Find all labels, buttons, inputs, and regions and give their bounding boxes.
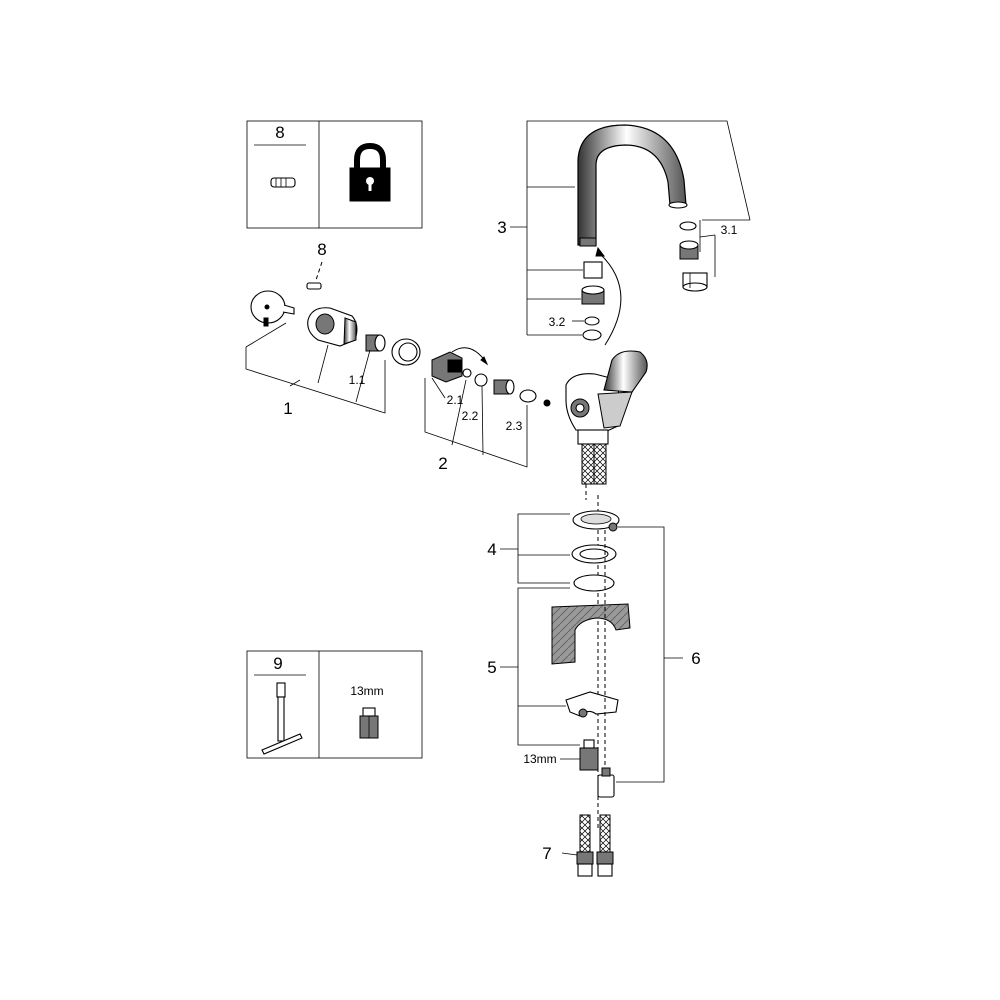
nut-part <box>493 379 515 395</box>
washer-3-1-part <box>679 221 697 231</box>
adapter-1-1-part <box>365 334 386 352</box>
label-3-2: 3.2 <box>549 315 566 329</box>
aerator-housing-part <box>682 272 708 292</box>
label-4: 4 <box>487 540 496 559</box>
label-13mm: 13mm <box>523 752 556 766</box>
flange-part <box>572 510 620 532</box>
label-2-2: 2.2 <box>462 409 479 423</box>
key-tool-icon <box>261 682 303 755</box>
o-ring-large-part <box>573 574 615 592</box>
label-2-3: 2.3 <box>506 419 523 433</box>
label-2-1: 2.1 <box>447 393 464 407</box>
fitting-part <box>581 285 605 305</box>
label-1: 1 <box>283 399 292 418</box>
inset-box-8: 8 <box>246 120 423 229</box>
inset-9-size-label: 13mm <box>350 684 383 698</box>
label-7: 7 <box>542 844 551 863</box>
spout-assembly <box>510 120 751 346</box>
mounting-assembly <box>500 510 683 798</box>
label-3: 3 <box>497 218 506 237</box>
screw-8-part <box>306 261 323 290</box>
handle-assembly <box>245 261 421 414</box>
label-3-1: 3.1 <box>721 223 738 237</box>
aerator-insert-part <box>679 240 699 260</box>
faucet-body-part <box>565 350 648 830</box>
lock-icon <box>349 142 391 202</box>
fixing-plate-part <box>565 691 619 718</box>
inset-9-number: 9 <box>273 654 282 673</box>
socket-icon <box>359 707 379 739</box>
inset-box-9: 9 13mm <box>246 650 423 759</box>
supply-hoses-part <box>561 814 614 877</box>
washer-part <box>582 329 602 341</box>
o-ring-2-1-part <box>462 368 472 378</box>
ring-2-2-part <box>474 373 488 387</box>
label-1-1: 1.1 <box>349 373 366 387</box>
weight-part <box>597 767 615 798</box>
adapter-3-2-part <box>583 261 603 279</box>
label-8: 8 <box>317 240 326 259</box>
screw-icon <box>270 177 296 188</box>
nut-13mm-part <box>579 739 599 771</box>
countertop-part <box>551 603 631 665</box>
disc-2-3-part <box>519 389 537 403</box>
spout-part <box>577 124 688 247</box>
cartridge-part <box>431 347 489 383</box>
label-6: 6 <box>691 649 700 668</box>
inset-8-number: 8 <box>275 123 284 142</box>
o-ring-3-2-part <box>584 316 600 326</box>
label-2: 2 <box>438 454 447 473</box>
pin-part <box>543 399 551 407</box>
handle-lever-part <box>307 307 358 347</box>
label-5: 5 <box>487 658 496 677</box>
cover-ring-part <box>391 338 421 366</box>
seal-ring-part <box>571 544 617 564</box>
handle-cap-part <box>250 290 295 327</box>
cartridge-assembly <box>424 347 551 468</box>
